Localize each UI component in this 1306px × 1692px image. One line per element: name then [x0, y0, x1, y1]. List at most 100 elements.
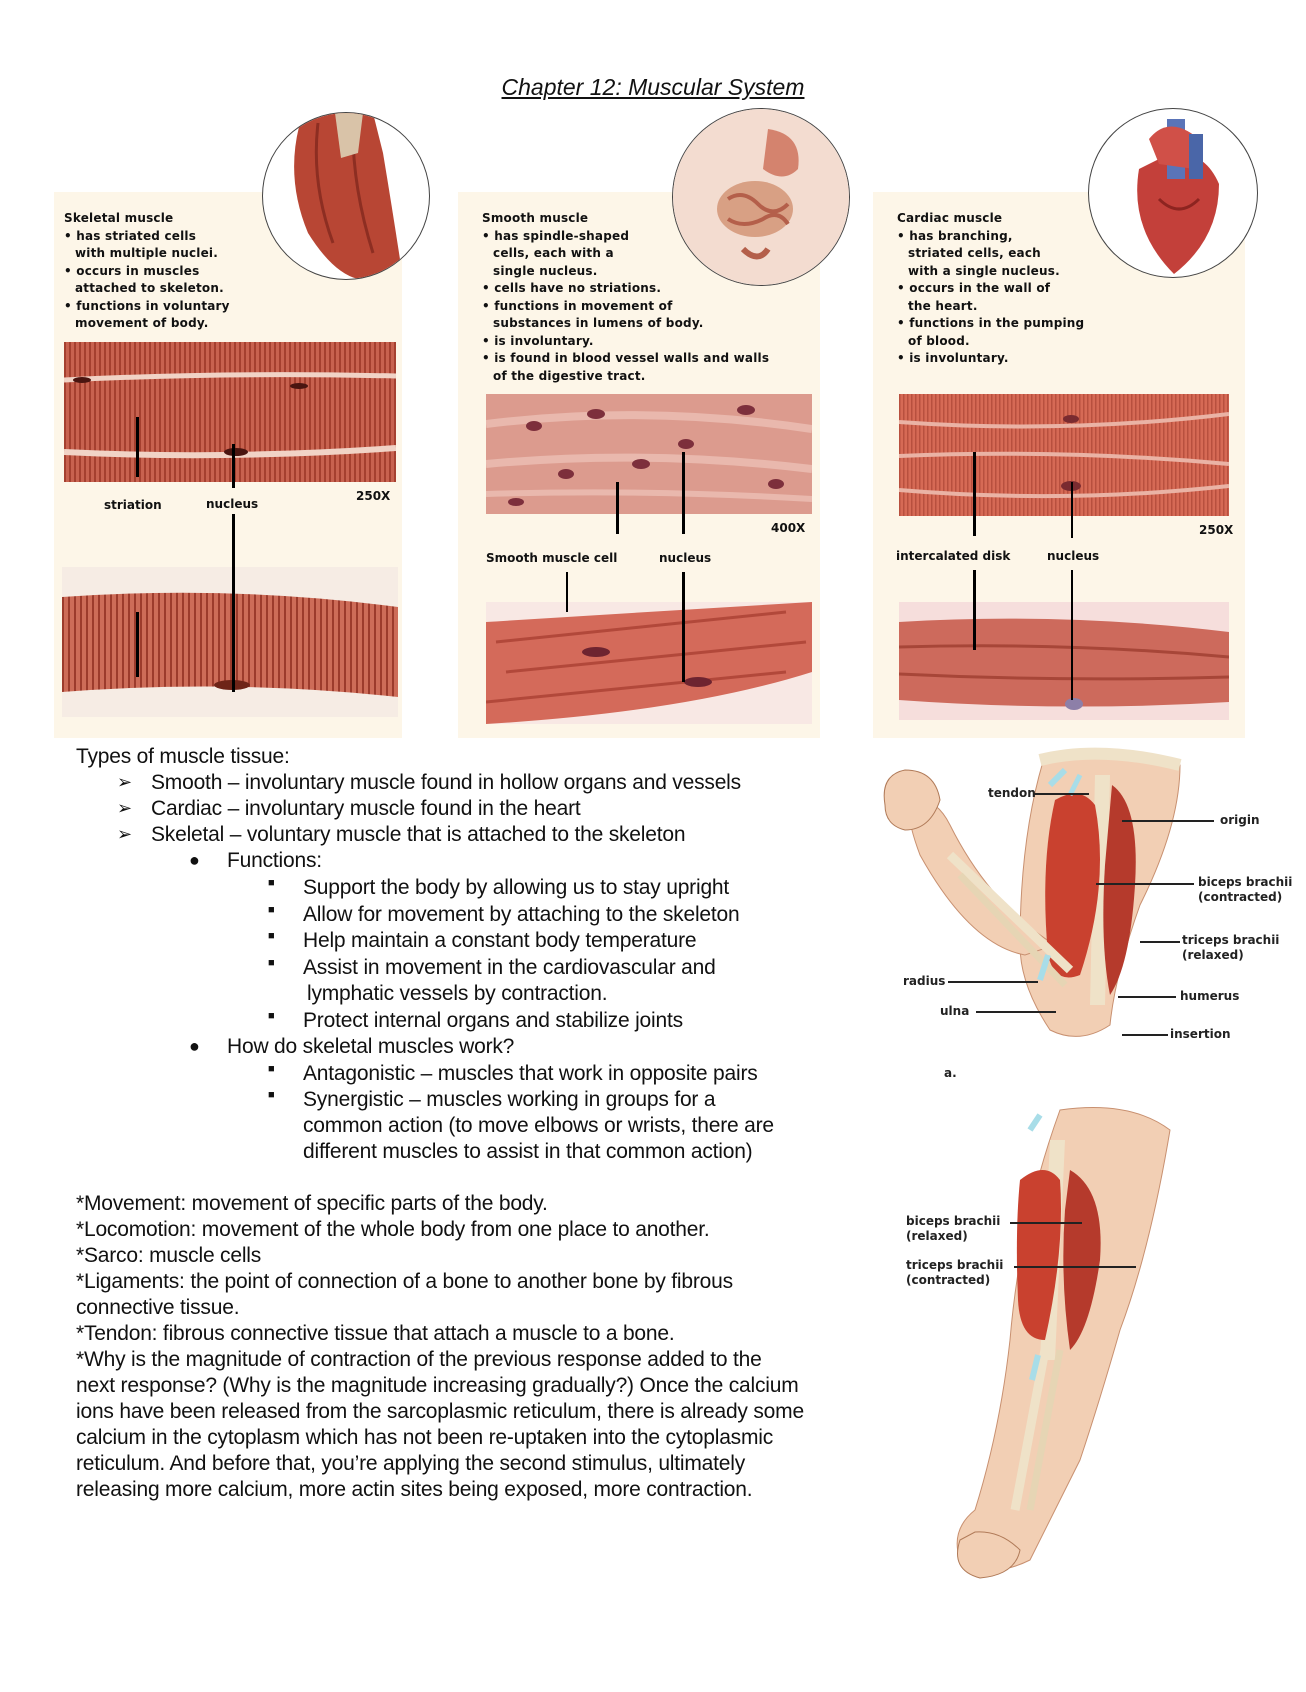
definition-line: releasing more calcium, more actin sites… — [76, 1478, 753, 1501]
humerus-leader-line — [1118, 996, 1176, 998]
extended-arm-illustration — [920, 1100, 1210, 1580]
panel-line: • functions in movement of — [482, 298, 673, 313]
panel-line: of blood. — [908, 333, 970, 348]
type-item: Smooth – involuntary muscle found in hol… — [151, 771, 741, 794]
nucleus-pointer-lower — [682, 572, 685, 682]
flexed-arm-illustration — [880, 745, 1210, 1045]
ulna-leader-line — [976, 1011, 1056, 1013]
definition-line: *Locomotion: movement of the whole body … — [76, 1218, 710, 1241]
panel-line: single nucleus. — [493, 263, 598, 278]
how-heading: How do skeletal muscles work? — [227, 1035, 515, 1058]
panel-line: of the digestive tract. — [493, 368, 646, 383]
skeletal-fiber-illustration — [62, 567, 398, 717]
tendon-leader-line — [1034, 793, 1089, 795]
panel-line: • is involuntary. — [482, 333, 594, 348]
panel-line: movement of body. — [75, 316, 209, 330]
smooth-description: Smooth muscle • has spindle-shaped cells… — [482, 210, 769, 385]
triceps-relaxed-label: triceps brachii (relaxed) — [1182, 933, 1279, 963]
types-heading: Types of muscle tissue: — [76, 745, 290, 768]
skeletal-micrograph — [64, 342, 396, 482]
panel-line: • has striated cells — [64, 228, 197, 243]
panel-line: • is found in blood vessel walls and wal… — [482, 351, 770, 365]
function-item: Allow for movement by attaching to the s… — [303, 903, 740, 926]
ulna-label: ulna — [940, 1004, 970, 1018]
label-line: triceps brachii — [1182, 933, 1280, 947]
function-item: Protect internal organs and stabilize jo… — [303, 1009, 683, 1032]
cardiac-fiber-illustration — [899, 602, 1229, 720]
definition-line: *Why is the magnitude of contraction of … — [76, 1348, 762, 1371]
nucleus-pointer — [1071, 482, 1073, 538]
skeletal-muscle-panel: Skeletal muscle • has striated cells wit… — [54, 192, 402, 738]
skeletal-muscle-circle — [262, 112, 430, 280]
figure-a-letter: a. — [944, 1066, 957, 1080]
definition-line: *Sarco: muscle cells — [76, 1244, 262, 1267]
intercalated-disk-label: intercalated disk — [896, 549, 1011, 563]
insertion-leader-line — [1122, 1034, 1168, 1036]
magnification-label: 250X — [356, 489, 391, 503]
label-line: (contracted) — [1198, 890, 1283, 904]
disk-pointer — [973, 452, 976, 536]
function-item: Assist in movement in the cardiovascular… — [303, 956, 716, 979]
digestive-organs-circle — [672, 108, 850, 286]
nucleus-pointer — [682, 452, 685, 534]
definition-line: *Movement: movement of specific parts of… — [76, 1192, 548, 1215]
tendon-label: tendon — [988, 786, 1036, 800]
disk-pointer-lower — [973, 570, 976, 650]
square-bullet-icon: ■ — [268, 1063, 275, 1075]
square-bullet-icon: ■ — [268, 957, 275, 969]
square-bullet-icon: ■ — [268, 1010, 275, 1022]
magnification-label: 400X — [771, 521, 806, 535]
triceps-contracted-label: triceps brachii (contracted) — [906, 1258, 1003, 1288]
radius-leader-line — [948, 981, 1038, 983]
panel-line: cells, each with a — [493, 246, 614, 260]
panel-line: the heart. — [908, 298, 978, 313]
striation-pointer — [136, 417, 139, 477]
label-line: (relaxed) — [1182, 948, 1244, 962]
biceps-leader-line — [1096, 883, 1194, 885]
panel-line: • occurs in the wall of — [897, 281, 1051, 295]
panel-line: • cells have no striations. — [482, 281, 662, 295]
definition-line: *Tendon: fibrous connective tissue that … — [76, 1322, 675, 1345]
smooth-fiber-illustration — [486, 602, 812, 724]
panel-line: • functions in voluntary — [64, 298, 230, 313]
square-bullet-icon: ■ — [268, 904, 275, 916]
page-title: Chapter 12: Muscular System — [501, 74, 805, 100]
label-line: biceps brachii — [906, 1214, 1001, 1228]
label-line: (contracted) — [906, 1273, 991, 1287]
origin-leader-line — [1122, 820, 1214, 822]
definition-line: reticulum. And before that, you’re apply… — [76, 1452, 746, 1475]
definition-line: connective tissue. — [76, 1296, 240, 1319]
biceps-b-leader-line — [1010, 1222, 1082, 1224]
cardiac-description: Cardiac muscle • has branching, striated… — [897, 210, 1084, 368]
panel-heading: Smooth muscle — [482, 211, 589, 225]
how-item: Synergistic – muscles working in groups … — [303, 1088, 716, 1111]
function-item-continued: lymphatic vessels by contraction. — [307, 982, 608, 1005]
definition-line: calcium in the cytoplasm which has not b… — [76, 1426, 774, 1449]
definition-line: next response? (Why is the magnitude inc… — [76, 1374, 799, 1397]
radius-label: radius — [903, 974, 946, 988]
function-item: Support the body by allowing us to stay … — [303, 876, 730, 899]
panel-line: • functions in the pumping — [897, 316, 1085, 330]
panel-heading: Skeletal muscle — [64, 211, 174, 225]
origin-label: origin — [1220, 813, 1260, 827]
arrow-bullet-icon: ➢ — [117, 798, 133, 818]
panel-heading: Cardiac muscle — [897, 211, 1003, 225]
definition-line: ions have been released from the sarcopl… — [76, 1400, 804, 1423]
smooth-micrograph — [486, 394, 812, 514]
label-line: triceps brachii — [906, 1258, 1004, 1272]
nucleus-label: nucleus — [1047, 549, 1100, 563]
insertion-label: insertion — [1170, 1027, 1231, 1041]
label-line: biceps brachii — [1198, 875, 1293, 889]
striation-pointer-lower — [136, 612, 139, 677]
square-bullet-icon: ■ — [268, 1089, 275, 1101]
magnification-label: 250X — [1199, 523, 1234, 537]
definition-line: *Ligaments: the point of connection of a… — [76, 1270, 733, 1293]
cell-pointer-lower — [566, 572, 568, 612]
panel-line: with a single nucleus. — [908, 263, 1060, 278]
label-line: (relaxed) — [906, 1229, 968, 1243]
function-item: Help maintain a constant body temperatur… — [303, 929, 697, 952]
biceps-relaxed-label: biceps brachii (relaxed) — [906, 1214, 1000, 1244]
square-bullet-icon: ■ — [268, 930, 275, 942]
nucleus-pointer-lower — [1071, 570, 1073, 700]
dot-bullet-icon: ● — [189, 850, 200, 870]
